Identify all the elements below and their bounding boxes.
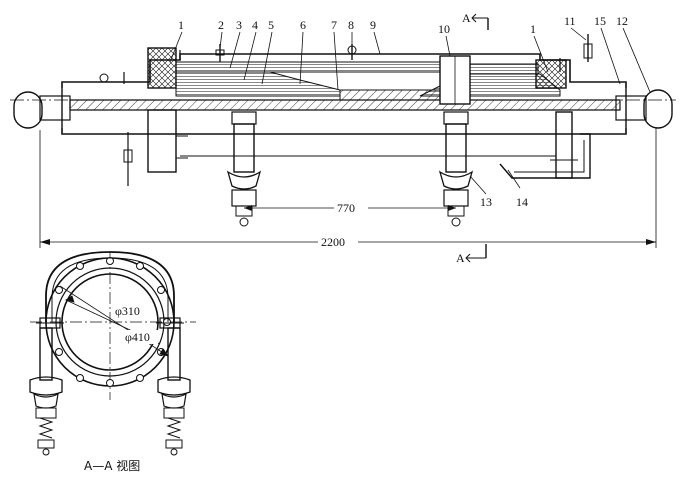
section-mark-top: A — [462, 11, 489, 30]
callout-leaders — [169, 27, 651, 195]
support-insulator-right — [438, 111, 474, 227]
flange-bolt-holes — [55, 257, 171, 387]
section-insulator-left — [29, 376, 63, 456]
svg-text:770: 770 — [337, 201, 355, 215]
dimension-overall-length: 2200 — [39, 128, 657, 249]
center-connector — [339, 89, 441, 101]
dimension-spacing: 770 — [244, 200, 456, 215]
callout-6: 6 — [300, 18, 306, 32]
callout-12: 12 — [616, 14, 628, 28]
conductor-end-right — [615, 89, 673, 129]
svg-text:A: A — [456, 251, 465, 265]
u-bracket — [45, 251, 175, 322]
callout-7: 7 — [331, 18, 337, 32]
support-insulator-left — [226, 111, 262, 227]
callout-8: 8 — [348, 18, 354, 32]
callout-1-left: 1 — [178, 18, 184, 32]
section-insulator-right — [157, 376, 191, 456]
joint-longitudinal-view: 1 2 3 4 5 6 7 8 9 10 1 11 15 12 13 14 A … — [10, 11, 676, 265]
callout-11: 11 — [564, 14, 576, 28]
callout-13: 13 — [480, 195, 492, 209]
svg-text:2200: 2200 — [321, 235, 345, 249]
dimension-outer-diameter: φ410 — [125, 330, 150, 344]
stress-cone-left — [175, 71, 341, 97]
callout-15: 15 — [594, 14, 606, 28]
callout-5: 5 — [268, 18, 274, 32]
callout-14: 14 — [516, 195, 528, 209]
callout-3: 3 — [236, 18, 242, 32]
callout-10: 10 — [438, 22, 450, 36]
callout-1-right: 1 — [530, 22, 536, 36]
dimension-inner-diameter: φ310 — [115, 304, 140, 318]
insulation-layer-top — [175, 61, 441, 73]
section-view-caption: A—A 视图 — [84, 458, 140, 473]
callout-4: 4 — [252, 18, 258, 32]
callout-9: 9 — [370, 18, 376, 32]
lower-bracket-right — [499, 111, 591, 179]
outer-casing — [61, 53, 627, 135]
left-flange-block — [147, 47, 177, 89]
top-bolts — [99, 34, 593, 84]
lower-bracket-left — [123, 109, 188, 186]
section-mark-bottom: A — [456, 244, 487, 265]
main-insulation — [69, 99, 621, 111]
callout-2: 2 — [218, 18, 224, 32]
diameter-leaders — [59, 285, 169, 357]
svg-text:A: A — [462, 11, 471, 25]
section-view-aa: φ310 φ410 A—A 视图 — [29, 251, 196, 473]
bore-circle — [61, 273, 159, 371]
